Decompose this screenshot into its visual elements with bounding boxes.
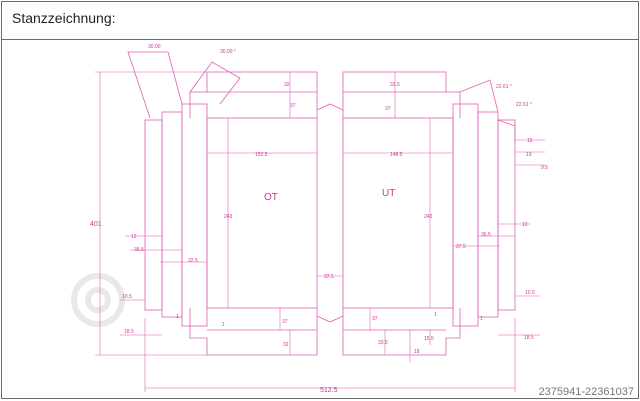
dim-bottom-10-5-left: 10.5 — [122, 294, 132, 300]
dim-total-width: 512.5 — [320, 387, 338, 394]
bottom-tab-left — [189, 308, 318, 356]
dim-bottom-33-5: 33.5 — [378, 340, 388, 346]
dim-right-9-5: 9.5 — [541, 165, 548, 171]
dim-top-33-5: 33.5 — [390, 82, 400, 88]
dim-inner-width-right: 148.5 — [390, 152, 403, 158]
cut-lines — [127, 51, 516, 356]
panel-ot — [206, 117, 318, 309]
dim-total-height: 401 — [90, 221, 102, 228]
flap-left-outer — [144, 119, 163, 311]
dim-bottom-15-5: 15.5 — [424, 336, 434, 342]
dim-inner-height-right: 240 — [424, 214, 433, 220]
panel-label-ot: OT — [264, 192, 278, 203]
dim-inner-width-left: 152.5 — [255, 152, 268, 158]
dim-right-15: 15 — [527, 138, 533, 144]
angled-flap-top-left — [127, 51, 183, 119]
watermark-gear-icon — [71, 273, 125, 327]
dim-angle-top-mid: 30.00 ° — [220, 49, 236, 55]
dim-left-36-5: 36.5 — [134, 247, 144, 253]
dim-gap-center: 37.5 — [324, 274, 334, 280]
dim-angle-right-2: 22.61 ° — [516, 102, 532, 108]
flap-right-inner — [477, 111, 499, 318]
listing-id-watermark: 2375941-22361037 — [538, 386, 634, 398]
dim-bottom-32: 32 — [283, 342, 289, 348]
dim-right-12: 12 — [522, 222, 528, 228]
panel-label-ut: UT — [382, 188, 395, 199]
flap-right-outer — [497, 119, 516, 311]
side-right — [452, 103, 479, 327]
dim-bottom-1-left: 1 — [176, 314, 179, 320]
dim-bottom-18: 18 — [414, 349, 420, 355]
dim-left-32-5: 32.5 — [188, 258, 198, 264]
dim-bottom-18-5-right: 18.5 — [524, 335, 534, 341]
panel-ut — [342, 117, 454, 309]
dim-right-36-5: 36.5 — [481, 232, 491, 238]
dim-bottom-18-5-left: 18.5 — [124, 329, 134, 335]
dim-bottom-10-5-right: 10.5 — [525, 290, 535, 296]
dim-top-37: 37 — [290, 103, 296, 109]
top-tab-right — [342, 71, 461, 118]
dim-angle-right-1: 22.61 ° — [496, 84, 512, 90]
dim-bottom-1-right2: 1 — [480, 316, 483, 322]
dim-right-37-5: 37.5 — [456, 244, 466, 250]
section-header: Stanzzeichnung: — [2, 2, 638, 40]
dim-bottom-37-left: 37 — [282, 319, 288, 325]
side-left — [181, 103, 208, 327]
top-tab-left — [189, 71, 318, 118]
dimension-lines — [95, 71, 545, 392]
dim-bottom-1-mid: 1 — [222, 322, 225, 328]
bottom-tab-right — [342, 308, 461, 356]
dim-left-12: 12 — [131, 234, 137, 240]
dim-angle-top-left: 30.00 — [148, 44, 161, 50]
dim-inner-height-left: 243 — [224, 214, 233, 220]
section-title: Stanzzeichnung: — [12, 10, 116, 26]
flap-left-inner — [161, 111, 183, 318]
dim-bottom-37-right: 37 — [372, 316, 378, 322]
dim-right-19: 19 — [526, 152, 532, 158]
dim-top-37-right: 37 — [385, 106, 391, 112]
dim-top-32: 32 — [284, 82, 290, 88]
dim-bottom-1-right: 1 — [434, 312, 437, 318]
